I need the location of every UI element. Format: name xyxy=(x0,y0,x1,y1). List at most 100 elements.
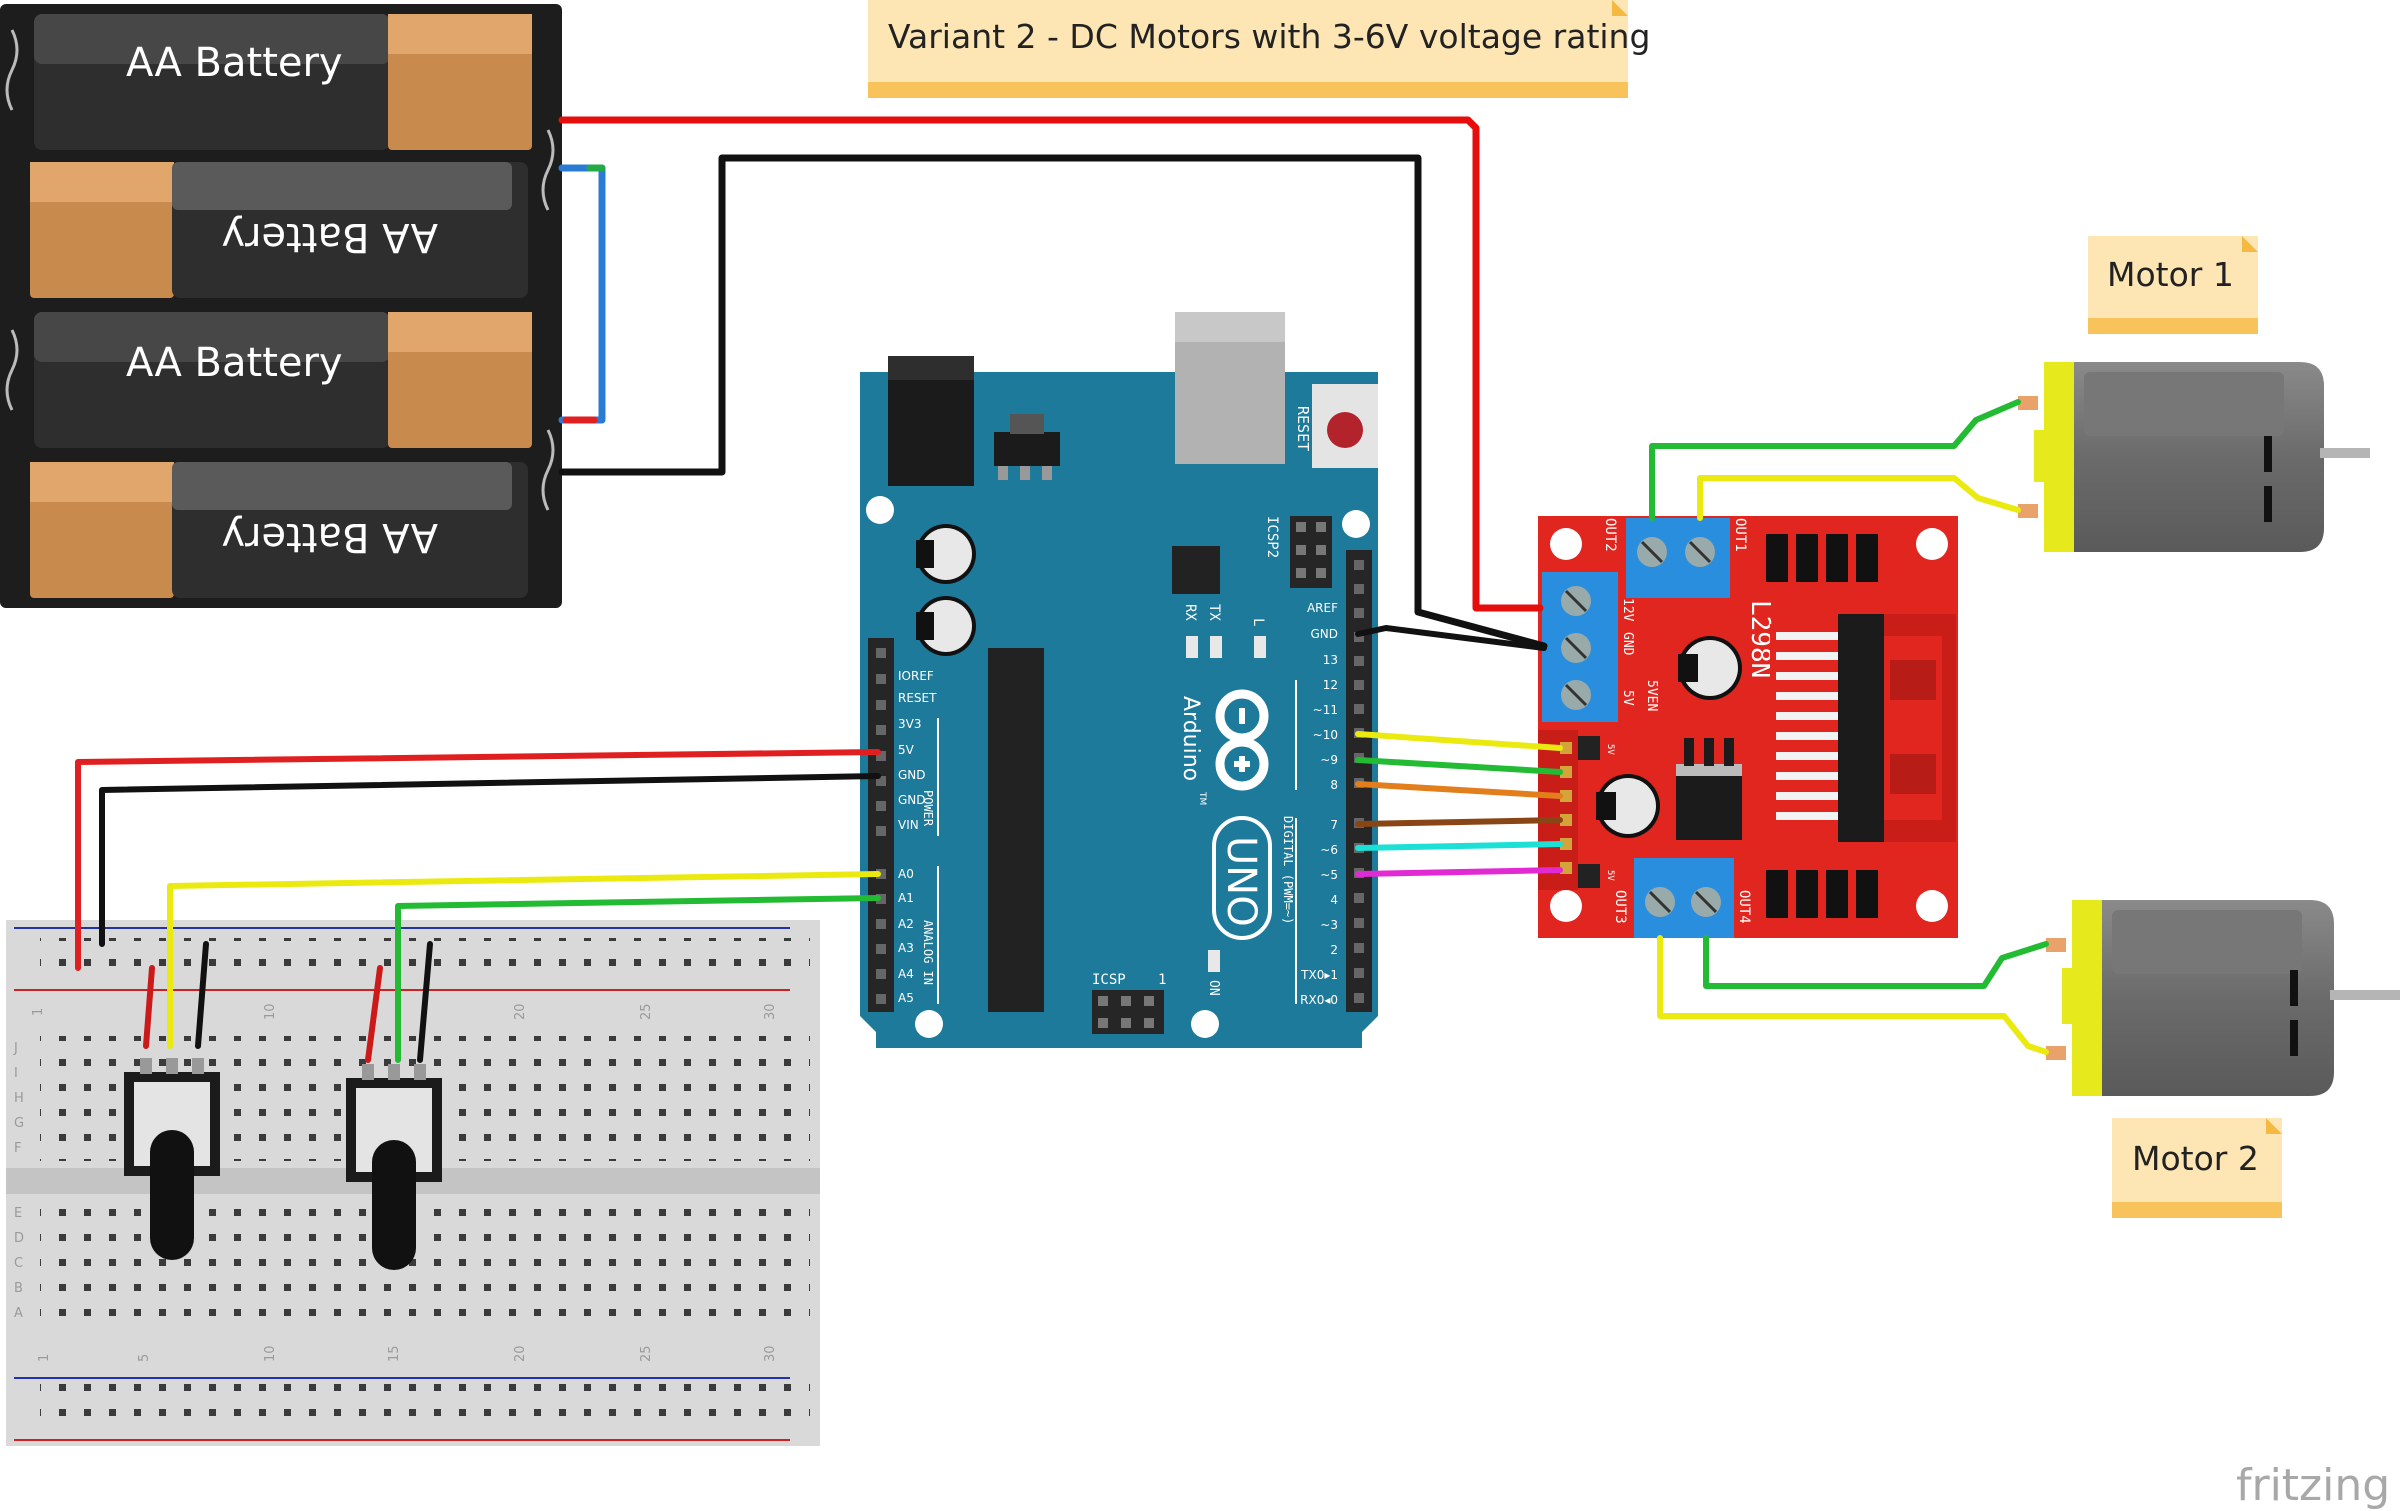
wire-pin7 xyxy=(1355,817,1563,827)
out1-out2-terminal xyxy=(1626,518,1730,598)
atmega-chip xyxy=(988,648,1044,1012)
wire-pin5 xyxy=(1355,867,1563,877)
pin-3v3: 3V3 xyxy=(898,717,921,731)
wire-pin8 xyxy=(1355,781,1563,799)
battery-3-label: AA Battery xyxy=(126,340,343,386)
row-f: F xyxy=(14,1141,21,1156)
pin-gnd-1: GND xyxy=(898,768,926,782)
col-top-30: 30 xyxy=(763,1003,778,1020)
wire-battery-positive xyxy=(558,116,1544,612)
col-bottom-30: 30 xyxy=(763,1345,778,1362)
heatsink xyxy=(1770,614,1956,842)
title-note-text: Variant 2 - DC Motors with 3-6V voltage … xyxy=(888,17,1650,56)
wire-pin9 xyxy=(1355,757,1563,775)
title-note: Variant 2 - DC Motors with 3-6V voltage … xyxy=(868,0,1650,98)
wire-pot1-gnd xyxy=(195,941,209,1049)
row-c: C xyxy=(14,1256,23,1271)
l298n-driver-board: 12V GND 5V 5VEN OUT2 OUT1 OUT3 OUT4 L298… xyxy=(1538,516,1958,938)
pin-4: 4 xyxy=(1330,893,1338,907)
pin-a0: A0 xyxy=(898,867,914,881)
wire-a1-pot2 xyxy=(395,895,881,1063)
motor-2-note: Motor 2 xyxy=(2112,1118,2282,1218)
digital-pin-labels: AREF GND 13 12 ~11 ~10 ~9 8 7 ~6 ~5 4 ~3… xyxy=(1300,601,1338,1007)
out3-label: OUT3 xyxy=(1612,890,1628,924)
row-i: I xyxy=(14,1066,18,1081)
pin-rx0-0: RX0◂0 xyxy=(1300,993,1338,1007)
battery-1-label: AA Battery xyxy=(126,40,343,86)
wire-out3-motor2 xyxy=(1657,935,2049,1055)
terminal-gnd-label: GND xyxy=(1620,632,1635,656)
icsp-header xyxy=(1092,990,1164,1034)
potentiometer-1 xyxy=(124,1058,220,1260)
col-bottom-25: 25 xyxy=(639,1345,654,1362)
breadboard-row-letters: J I H G F E D C B A xyxy=(13,1041,24,1321)
aa-battery-4: AA Battery xyxy=(30,462,528,598)
icsp2-header xyxy=(1290,516,1332,588)
small-5v-label-top: 5V xyxy=(1605,744,1615,755)
motor-2-label: Motor 2 xyxy=(2132,1139,2259,1178)
pin-gnd-3: GND xyxy=(1310,627,1338,641)
battery-pack: AA Battery AA Battery AA Battery AA Batt… xyxy=(0,4,562,608)
power-group-label: POWER xyxy=(921,790,935,827)
pin-2: 2 xyxy=(1330,943,1338,957)
arduino-uno-board: RESET ICSP2 TX RX L xyxy=(860,312,1378,1048)
potentiometer-2 xyxy=(346,1064,442,1270)
row-h: H xyxy=(14,1091,24,1106)
aa-battery-1: AA Battery xyxy=(34,14,532,150)
motor-1-note: Motor 1 xyxy=(2088,236,2258,334)
wire-arduino-gnd-driver xyxy=(1355,625,1547,651)
wire-pin10 xyxy=(1355,731,1563,751)
on-label: ON xyxy=(1206,980,1221,996)
wire-pin6 xyxy=(1355,841,1563,851)
pin-ioref: IOREF xyxy=(898,669,934,683)
wire-pot1-vcc xyxy=(143,965,155,1049)
digital-group-label: DIGITAL (PWM=~) xyxy=(1281,816,1295,924)
pin-6: ~6 xyxy=(1320,843,1338,857)
pin-9: ~9 xyxy=(1320,753,1338,767)
wire-battery-jumper-blue xyxy=(558,164,606,424)
arduino-logo xyxy=(1215,689,1269,791)
col-bottom-20: 20 xyxy=(513,1345,528,1362)
pin-5: ~5 xyxy=(1320,868,1338,882)
pin-a5: A5 xyxy=(898,991,914,1005)
battery-4-label: AA Battery xyxy=(221,514,438,560)
row-b: B xyxy=(14,1281,23,1296)
wire-gnd-rail xyxy=(99,773,881,947)
pin-5v: 5V xyxy=(898,743,915,757)
wires xyxy=(75,116,2049,1063)
tx-label: TX xyxy=(1206,604,1222,621)
pin-11: ~11 xyxy=(1313,703,1338,717)
reset-label: RESET xyxy=(1294,406,1312,451)
battery-2-label: AA Battery xyxy=(221,214,438,260)
pin-reset: RESET xyxy=(898,691,937,705)
out3-out4-terminal xyxy=(1634,858,1734,938)
col-bottom-10: 10 xyxy=(263,1345,278,1362)
breadboard-column-numbers: 1 10 20 25 30 1 5 10 15 20 25 30 xyxy=(31,1003,778,1362)
motor-1-label: Motor 1 xyxy=(2107,255,2234,294)
row-g: G xyxy=(14,1116,24,1131)
row-e: E xyxy=(14,1206,22,1221)
reset-button[interactable] xyxy=(1312,384,1378,468)
wire-out4-motor2 xyxy=(1703,935,2049,989)
aa-battery-2: AA Battery xyxy=(30,162,528,298)
arduino-brand: Arduino xyxy=(1178,696,1203,781)
out4-label: OUT4 xyxy=(1736,890,1752,924)
wire-a0-pot1 xyxy=(167,871,881,1049)
wire-5v-rail xyxy=(75,749,881,971)
wire-out2-motor1 xyxy=(1649,399,2021,521)
out1-label: OUT1 xyxy=(1732,518,1748,552)
arduino-tm: TM xyxy=(1197,791,1207,805)
fritzing-watermark: fritzing xyxy=(2236,1460,2390,1511)
row-d: D xyxy=(14,1231,24,1246)
pin-3: ~3 xyxy=(1320,918,1338,932)
pin-8: 8 xyxy=(1330,778,1338,792)
motor-1 xyxy=(2018,362,2370,552)
pin-7: 7 xyxy=(1330,818,1338,832)
col-top-10: 10 xyxy=(263,1003,278,1020)
pin-aref: AREF xyxy=(1307,601,1338,615)
col-top-20: 20 xyxy=(513,1003,528,1020)
col-bottom-15: 15 xyxy=(387,1345,402,1362)
terminal-12v-label: 12V xyxy=(1620,598,1635,622)
l-label: L xyxy=(1250,618,1266,626)
